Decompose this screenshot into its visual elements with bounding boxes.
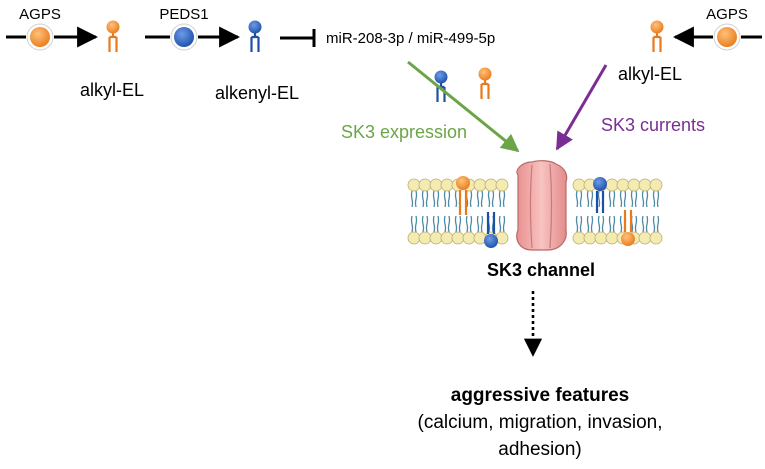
membrane-lipid-head: [473, 178, 487, 192]
sk3-channel-label: SK3 channel: [487, 260, 595, 280]
mirna-label: miR-208-3p / miR-499-5p: [326, 30, 495, 47]
sk3-currents-label: SK3 currents: [601, 115, 705, 135]
membrane-lipid-tail: [432, 190, 440, 208]
membrane-lipid-head: [429, 231, 443, 245]
membrane-lipid-tail: [443, 190, 451, 208]
sk3-expression-label: SK3 expression: [341, 122, 467, 142]
membrane-lipid-head: [638, 231, 652, 245]
membrane-lipid-tail: [487, 215, 495, 233]
membrane-lipid-head: [649, 231, 663, 245]
membrane-lipid-tail: [421, 190, 429, 208]
peds1-enzyme: PEDS1: [145, 6, 209, 51]
sk3-expression-arrow: [407, 60, 520, 153]
membrane-lipid-tail: [652, 190, 660, 208]
membrane-lipid-tail: [630, 215, 638, 233]
membrane-blue-lipid-bottom-icon: [484, 212, 498, 248]
alkyl-el-right-label: alkyl-EL: [618, 64, 682, 84]
membrane-lipid-tail: [608, 190, 616, 208]
cell-membrane: [407, 178, 663, 245]
membrane-lipid-head: [462, 231, 476, 245]
membrane-lipid-head: [605, 178, 619, 192]
membrane-lipid-tail: [443, 215, 451, 233]
membrane-lipid-tail: [652, 215, 660, 233]
membrane-lipid-head: [594, 231, 608, 245]
membrane-lipid-tail: [575, 215, 583, 233]
membrane-orange-lipid-left-icon: [456, 176, 470, 215]
membrane-lipid-tail: [641, 215, 649, 233]
membrane-blue-lipid-top-icon: [593, 177, 607, 213]
membrane-lipid-head: [572, 178, 586, 192]
membrane-lipid-head: [495, 178, 509, 192]
membrane-lipid-tail: [465, 190, 473, 208]
sk3-currents-arrow: [555, 64, 608, 151]
membrane-orange-lipid-bottom-icon: [621, 210, 635, 246]
membrane-lipid-head: [440, 231, 454, 245]
agps-left-enzyme-dot: [30, 27, 50, 47]
membrane-lipid-head: [616, 178, 630, 192]
membrane-lipid-head: [429, 178, 443, 192]
aggressive-features-detail-line1: (calcium, migration, invasion,: [418, 412, 663, 433]
membrane-lipid-tail: [465, 215, 473, 233]
membrane-lipid-head: [572, 231, 586, 245]
membrane-lipid-head: [583, 231, 597, 245]
membrane-lipid-tail: [586, 215, 594, 233]
membrane-lipid-head: [605, 231, 619, 245]
membrane-lipid-tail: [619, 190, 627, 208]
sk3-channel-icon: [516, 160, 568, 251]
membrane-lipid-tail: [641, 190, 649, 208]
inhibition-bar-icon: [280, 29, 316, 47]
membrane-lipid-tail: [575, 190, 583, 208]
membrane-lipid-head: [638, 178, 652, 192]
membrane-lipid-head: [627, 178, 641, 192]
membrane-lipid-tail: [597, 215, 605, 233]
membrane-lipid-head: [407, 178, 421, 192]
peds1-enzyme-dot: [174, 27, 194, 47]
alkenyl-el-label: alkenyl-EL: [215, 83, 299, 103]
membrane-lipid-tail: [487, 190, 495, 208]
agps-right-label: AGPS: [706, 6, 748, 23]
membrane-lipid-tail: [476, 215, 484, 233]
agps-left-label: AGPS: [19, 6, 61, 23]
membrane-lipid-tail: [630, 190, 638, 208]
membrane-lipid-head: [418, 231, 432, 245]
agps-right-enzyme: AGPS: [706, 6, 762, 51]
membrane-lipid-head: [649, 178, 663, 192]
membrane-lipid-tail: [410, 215, 418, 233]
aggressive-features-detail-line2: adhesion): [498, 439, 581, 460]
membrane-lipid-tail: [454, 215, 462, 233]
agps-right-enzyme-dot: [717, 27, 737, 47]
membrane-lipid-head: [418, 178, 432, 192]
membrane-lipid-tail: [498, 190, 506, 208]
membrane-lipid-head: [407, 231, 421, 245]
alkyl-el-left-lipid-icon: [106, 20, 120, 52]
membrane-lipid-tail: [608, 215, 616, 233]
membrane-lipid-head: [440, 178, 454, 192]
membrane-lipid-tail: [498, 215, 506, 233]
membrane-lipid-tail: [476, 190, 484, 208]
peds1-label: PEDS1: [159, 6, 208, 23]
membrane-lipid-head: [484, 178, 498, 192]
alkyl-el-left-label: alkyl-EL: [80, 80, 144, 100]
membrane-lipid-tail: [432, 215, 440, 233]
alkyl-el-right-lipid-icon: [650, 20, 664, 52]
mirna-orange-lipid-icon: [478, 67, 492, 99]
membrane-lipid-tail: [410, 190, 418, 208]
aggressive-features-title: aggressive features: [451, 385, 630, 406]
alkenyl-el-lipid-icon: [248, 20, 262, 52]
membrane-lipid-tail: [586, 190, 594, 208]
membrane-lipid-tail: [421, 215, 429, 233]
agps-left-enzyme: AGPS: [6, 6, 61, 51]
mirna-blue-lipid-icon: [434, 70, 448, 102]
membrane-lipid-head: [451, 231, 465, 245]
